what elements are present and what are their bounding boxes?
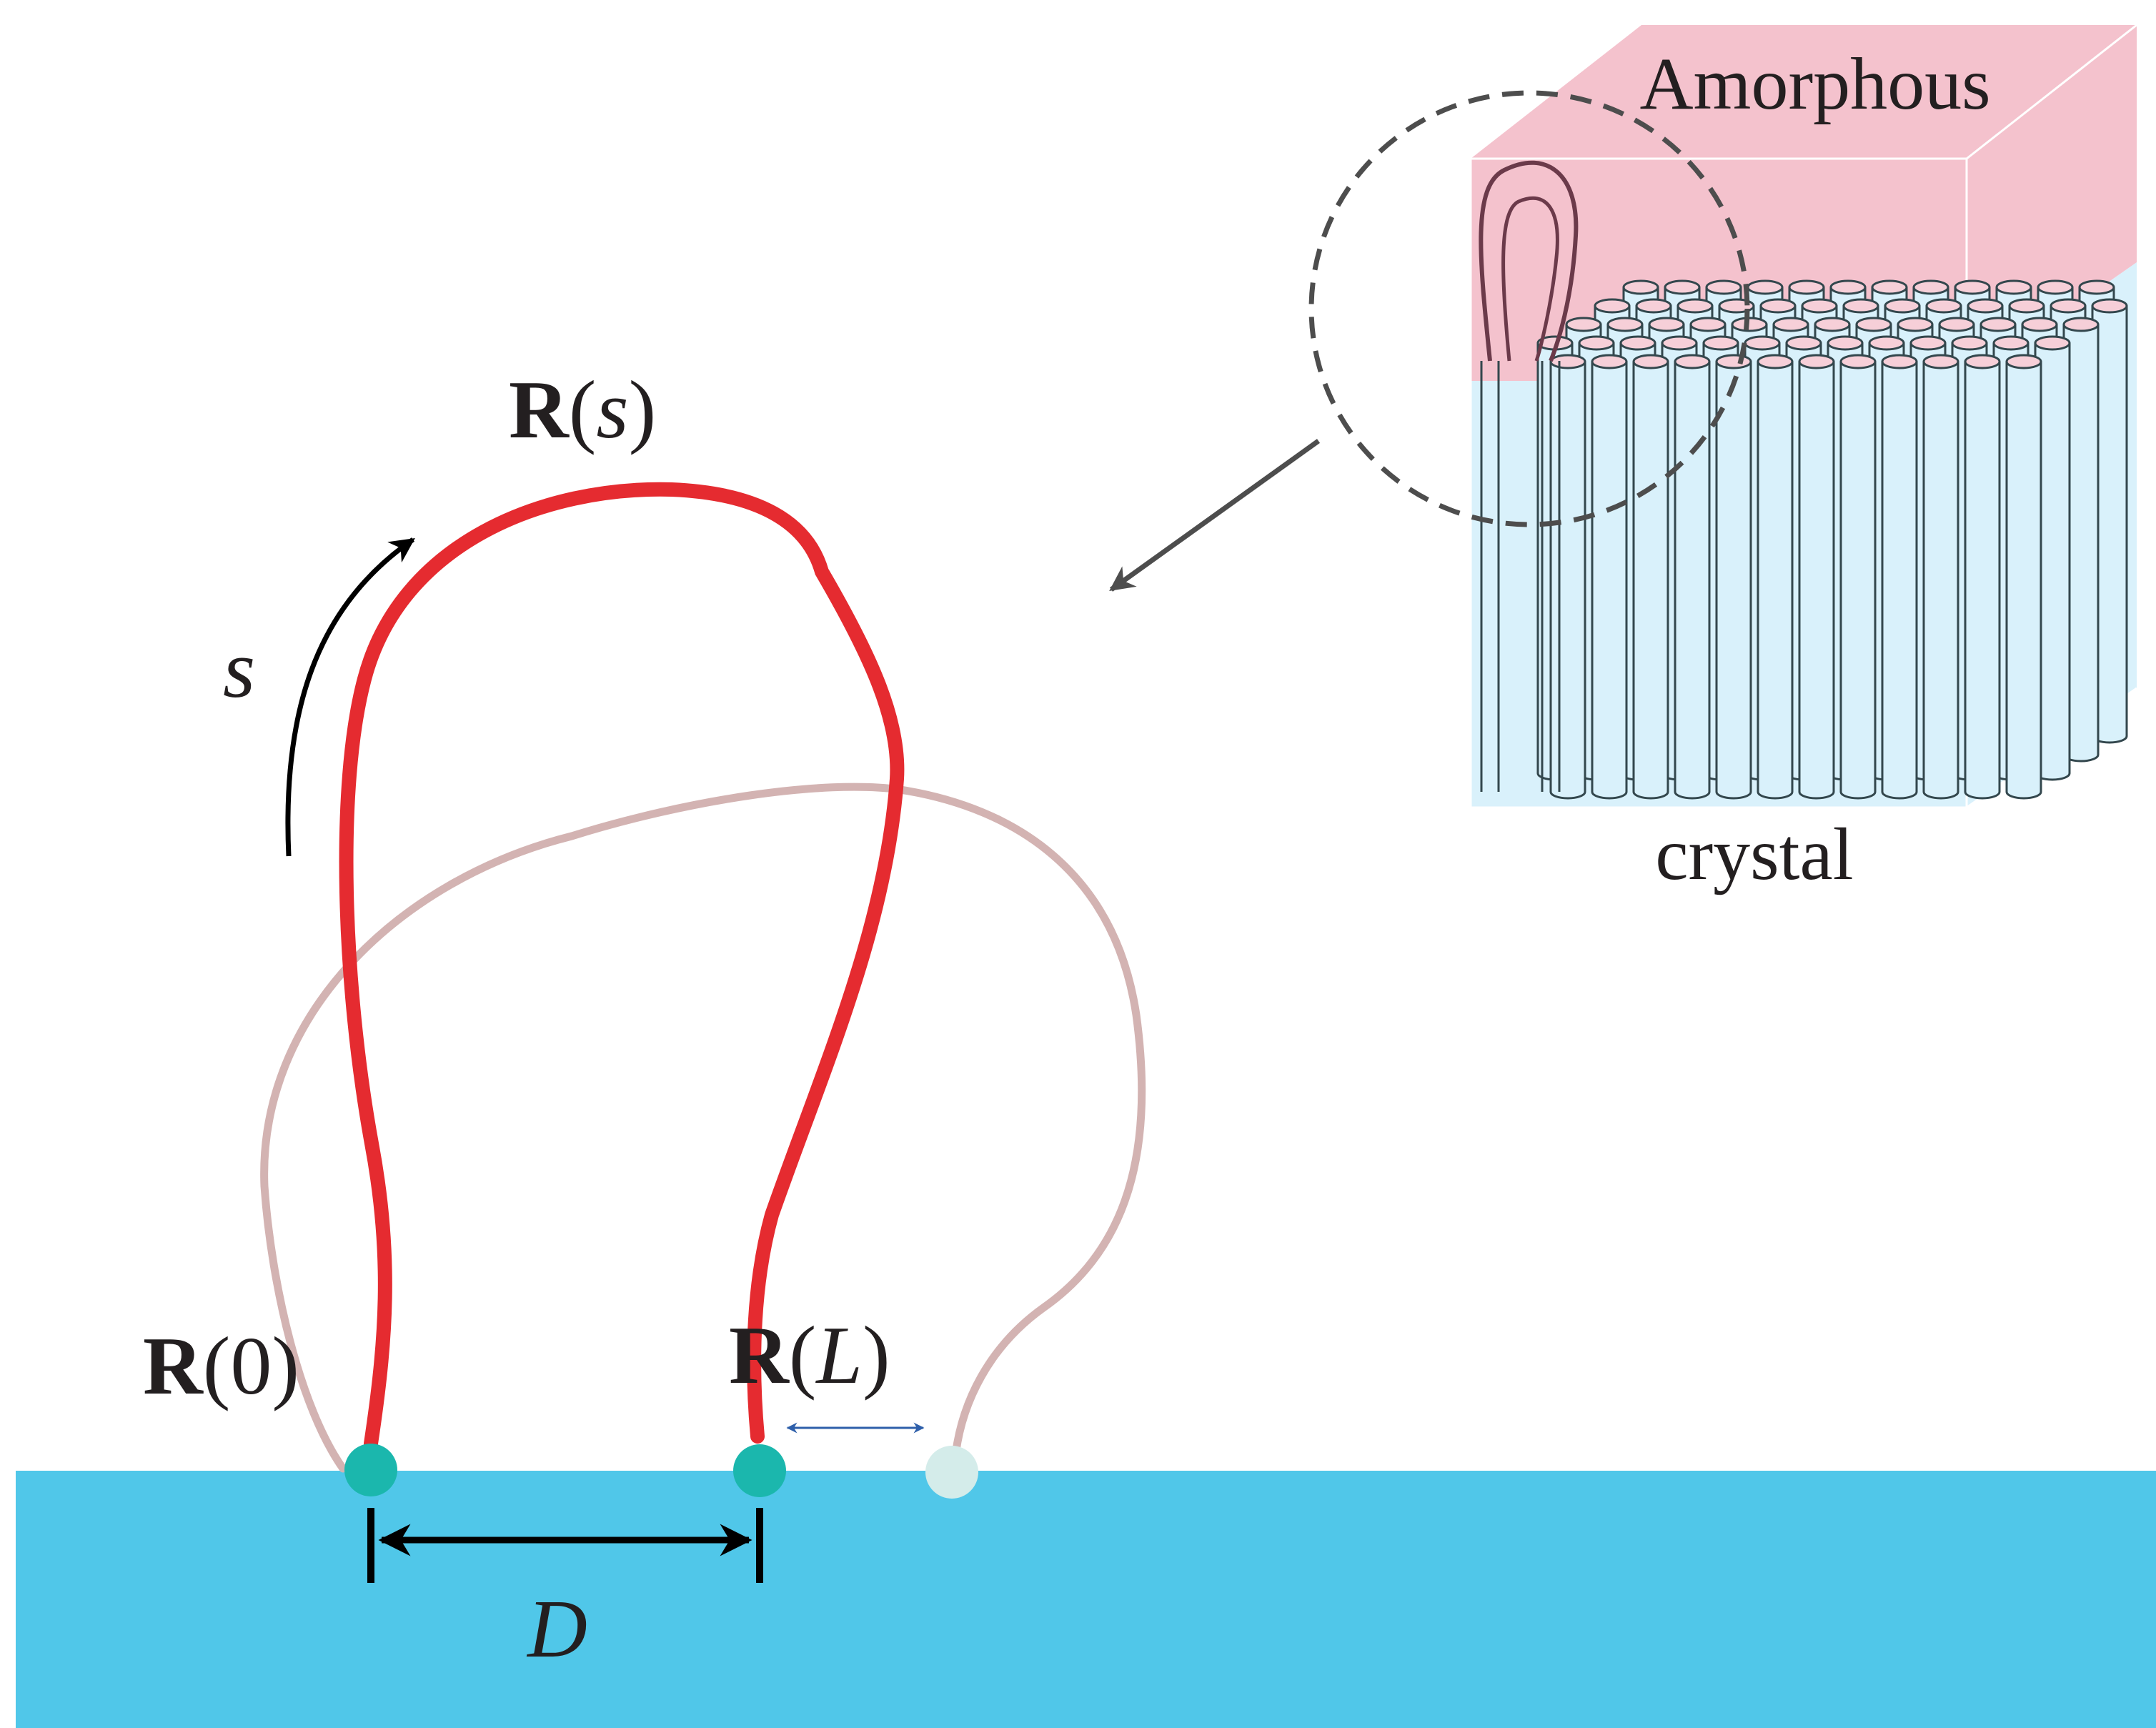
crystal-stem — [1549, 354, 1586, 800]
crystal-stem — [1757, 354, 1794, 800]
lamella-block — [1469, 24, 2137, 809]
crystal-stem — [1922, 354, 1959, 800]
r-L-label: R(L) — [729, 1310, 890, 1401]
r-s-label: R(s) — [509, 364, 656, 456]
r-0-close: ) — [272, 1321, 299, 1412]
crystal-stem — [1591, 354, 1628, 800]
ghost-end-point-dot — [925, 1446, 978, 1499]
r-0-open: ( — [203, 1321, 231, 1412]
crystal-stem — [2005, 354, 2042, 800]
amorphous-label: Amorphous — [1639, 43, 1990, 125]
r-L-open: ( — [789, 1310, 817, 1401]
r-s-open: ( — [569, 364, 597, 456]
r-s-arg: s — [596, 364, 628, 456]
crystal-label: crystal — [1655, 813, 1853, 895]
crystal-stem — [2091, 298, 2128, 744]
arc-length-label: s — [223, 624, 255, 715]
r-L-arg: L — [815, 1310, 863, 1401]
pointer-arrow-icon — [1109, 439, 1321, 592]
r-L-close: ) — [863, 1310, 890, 1401]
amorphous-top-face — [1471, 25, 2137, 159]
r-s-close: ) — [629, 364, 657, 456]
start-point-dot — [344, 1444, 397, 1496]
crystal-stem — [1674, 354, 1711, 800]
polymer-loop-chain — [339, 482, 905, 1451]
crystal-stem — [1715, 354, 1752, 800]
folded-stem — [1541, 361, 1561, 792]
r-0-symbol: R — [143, 1321, 204, 1412]
r-0-label: R(0) — [143, 1321, 299, 1412]
crystal-stem — [1964, 354, 2001, 800]
curved-arrow-icon — [285, 537, 415, 857]
r-0-arg: 0 — [230, 1321, 272, 1412]
crystal-stem — [1881, 354, 1918, 800]
crystal-stems — [1480, 279, 2128, 800]
r-L-symbol: R — [729, 1310, 790, 1401]
r-s-symbol: R — [509, 364, 570, 456]
distance-label: D — [526, 1584, 587, 1675]
chain-fold-loop — [1479, 160, 1579, 362]
chain-fold-loop-inner — [1501, 196, 1559, 362]
folded-stem — [1480, 361, 1500, 792]
zoom-circle — [1308, 90, 1750, 527]
crystal-stem — [2034, 335, 2071, 781]
crystal-surface — [16, 1471, 2156, 1728]
crystal-stem — [1632, 354, 1669, 800]
end-point-dot — [733, 1444, 786, 1497]
crystal-stem — [1798, 354, 1835, 800]
ghost-chain — [260, 783, 1146, 1476]
crystal-stem — [1839, 354, 1877, 800]
